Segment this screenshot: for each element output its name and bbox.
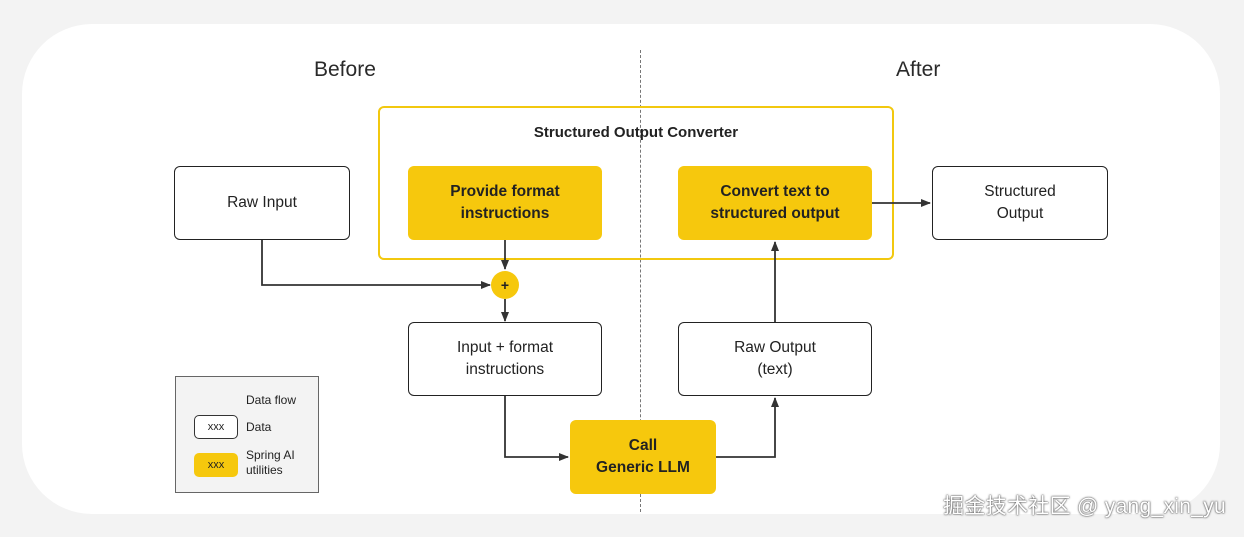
- legend-utilities-swatch: xxx: [194, 453, 238, 477]
- legend-utilities-label: Spring AI utilities: [246, 448, 295, 477]
- converter-title: Structured Output Converter: [533, 124, 739, 141]
- structured-output-node: Structured Output: [932, 166, 1108, 240]
- format-instructions-node: Provide format instructions: [408, 166, 602, 240]
- before-after-divider: [640, 50, 641, 512]
- watermark: 掘金技术社区 @ yang_xin_yu: [943, 495, 1226, 518]
- convert-text-node: Convert text to structured output: [678, 166, 872, 240]
- structured-output-converter-group: Structured Output Converter: [378, 106, 894, 260]
- input-format-node: Input + format instructions: [408, 322, 602, 396]
- raw-input-node: Raw Input: [174, 166, 350, 240]
- join-plus-icon: +: [491, 271, 519, 299]
- after-heading: After: [896, 58, 941, 81]
- legend-data-swatch: xxx: [194, 415, 238, 439]
- raw-output-node: Raw Output (text): [678, 322, 872, 396]
- legend-data-flow-label: Data flow: [246, 393, 297, 407]
- before-heading: Before: [314, 58, 376, 81]
- legend-data-label: Data: [246, 420, 272, 434]
- llm-call-node: Call Generic LLM: [570, 420, 716, 494]
- legend: Data flow xxx Data xxx Spring AI utiliti…: [175, 376, 319, 493]
